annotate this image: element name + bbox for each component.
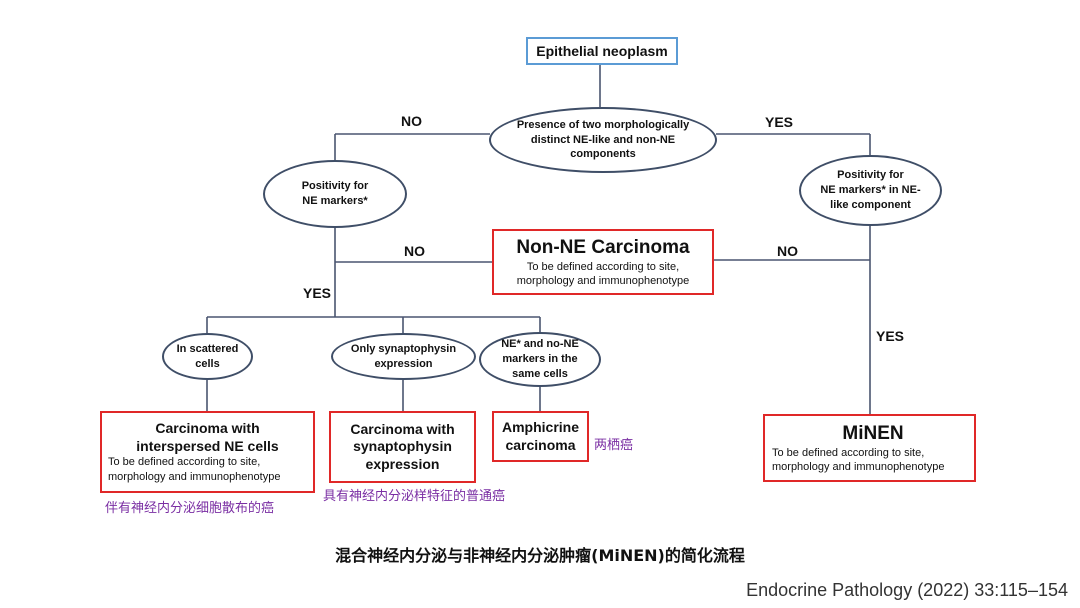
minen-title: MiNEN bbox=[842, 422, 904, 444]
amphicrine-chinese-note: 两栖癌 bbox=[594, 438, 634, 453]
ne-like-component-decision: Positivity for NE markers* in NE- like c… bbox=[799, 155, 942, 226]
no-label-mid-left: NO bbox=[404, 243, 425, 259]
non-ne-carcinoma-box: Non-NE Carcinoma To be defined according… bbox=[492, 229, 714, 295]
minen-box: MiNEN To be defined according to site, m… bbox=[763, 414, 976, 482]
yes-label-right: YES bbox=[876, 328, 905, 344]
two-components-decision: Presence of two morphologically distinct… bbox=[489, 107, 717, 173]
scattered-cells-decision: In scattered cells bbox=[162, 333, 253, 380]
interspersed-ne-box: Carcinoma with interspersed NE cells To … bbox=[100, 411, 315, 493]
non-ne-carcinoma-subtitle: To be defined according to site, morphol… bbox=[516, 260, 690, 287]
interspersed-chinese-note: 伴有神经内分泌细胞散布的癌 bbox=[105, 501, 275, 516]
epithelial-neoplasm-box: Epithelial neoplasm bbox=[526, 37, 678, 65]
amphicrine-box: Amphicrine carcinoma bbox=[492, 411, 589, 462]
no-label-top-left: NO bbox=[401, 113, 422, 129]
no-label-mid-right: NO bbox=[777, 243, 798, 259]
synaptophysin-expression-title: Carcinoma with synaptophysin expression bbox=[350, 420, 455, 472]
synaptophysin-expression-box: Carcinoma with synaptophysin expression bbox=[329, 411, 476, 483]
interspersed-ne-subtitle: To be defined according to site, morphol… bbox=[108, 456, 281, 483]
amphicrine-title: Amphicrine carcinoma bbox=[501, 419, 579, 453]
yes-label-top-right: YES bbox=[765, 114, 794, 130]
non-ne-carcinoma-title: Non-NE Carcinoma bbox=[516, 236, 690, 258]
interspersed-ne-title: Carcinoma with interspersed NE cells bbox=[136, 420, 279, 454]
yes-label-left: YES bbox=[303, 285, 332, 301]
citation: Endocrine Pathology (2022) 33:115–154 bbox=[746, 580, 1068, 600]
ne-no-ne-same-cells-decision: NE* and no-NE markers in the same cells bbox=[479, 332, 601, 387]
figure-caption: 混合神经内分泌与非神经内分泌肿瘤(MiNEN)的简化流程 bbox=[335, 546, 745, 565]
ne-markers-decision: Positivity for NE markers* bbox=[263, 160, 407, 228]
minen-subtitle: To be defined according to site, morphol… bbox=[772, 446, 945, 473]
synaptophysin-chinese-note: 具有神经内分泌样特征的普通癌 bbox=[323, 489, 506, 504]
synaptophysin-decision: Only synaptophysin expression bbox=[331, 333, 476, 380]
